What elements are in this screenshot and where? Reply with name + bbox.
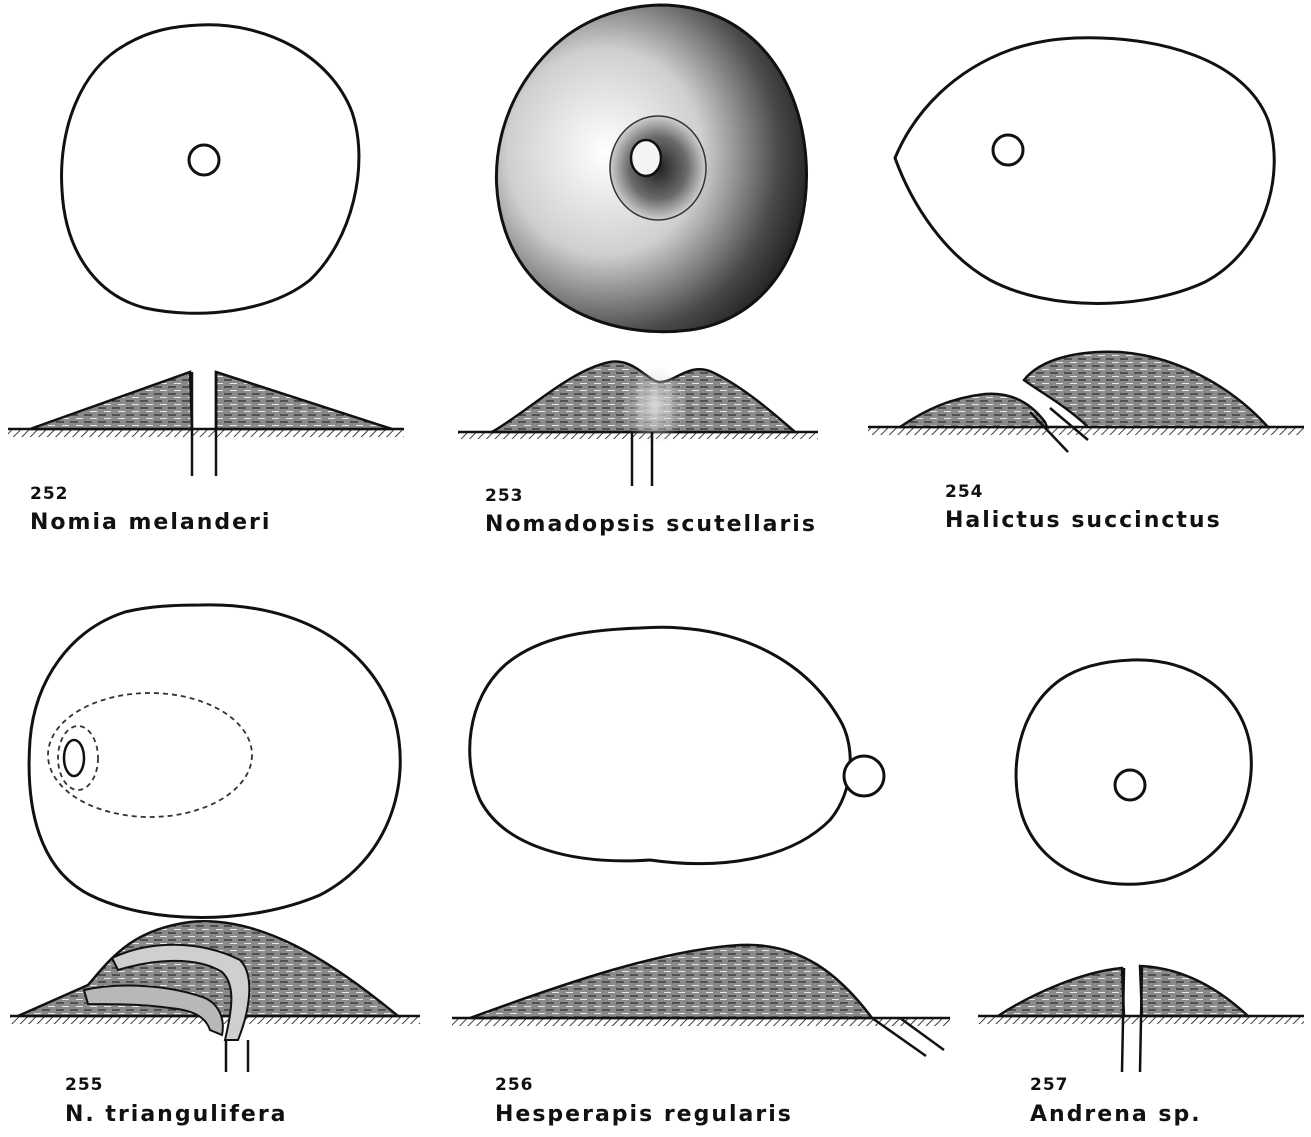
tumulus-left-half xyxy=(30,372,192,429)
nest-entrance-hole xyxy=(844,756,884,796)
nest-entrance-hole xyxy=(993,135,1023,165)
tumulus-right-half xyxy=(216,372,392,429)
figure-257: 257 Andrena sp. xyxy=(978,660,1304,1127)
figure-number: 256 xyxy=(495,1075,534,1095)
species-name: Hesperapis regularis xyxy=(495,1102,793,1127)
mound-top-view-outline xyxy=(470,627,851,863)
species-name: Halictus succinctus xyxy=(945,508,1222,533)
burrow-shaft xyxy=(192,372,216,476)
figure-number: 254 xyxy=(945,482,984,502)
species-name: Nomia melanderi xyxy=(30,510,271,535)
species-name: Andrena sp. xyxy=(1030,1102,1202,1127)
figure-number: 255 xyxy=(65,1075,104,1095)
tumulus-right-half xyxy=(1140,966,1248,1016)
figure-number: 257 xyxy=(1030,1075,1069,1095)
figure-256: 256 Hesperapis regularis xyxy=(452,627,950,1127)
figure-number: 252 xyxy=(30,484,69,504)
figure-number: 253 xyxy=(485,486,524,506)
figure-253: 253 Nomadopsis scutellaris xyxy=(458,5,818,537)
tumulus-profile xyxy=(470,945,872,1018)
tumulus-left-half xyxy=(998,968,1124,1016)
figure-255: 255 N. triangulifera xyxy=(10,605,420,1127)
species-name: N. triangulifera xyxy=(65,1102,288,1127)
species-name: Nomadopsis scutellaris xyxy=(485,512,817,537)
nest-entrance-hole xyxy=(64,740,84,776)
burrow-shaft xyxy=(226,1040,248,1072)
figure-252: 252 Nomia melanderi xyxy=(8,25,404,535)
mound-top-view-outline xyxy=(895,38,1274,304)
tumulus-lower-part xyxy=(900,394,1047,427)
nest-entrance-hole xyxy=(631,140,661,176)
figure-254: 254 Halictus succinctus xyxy=(868,38,1304,533)
nest-entrance-hole xyxy=(189,145,219,175)
nest-entrance-hole xyxy=(1115,770,1145,800)
